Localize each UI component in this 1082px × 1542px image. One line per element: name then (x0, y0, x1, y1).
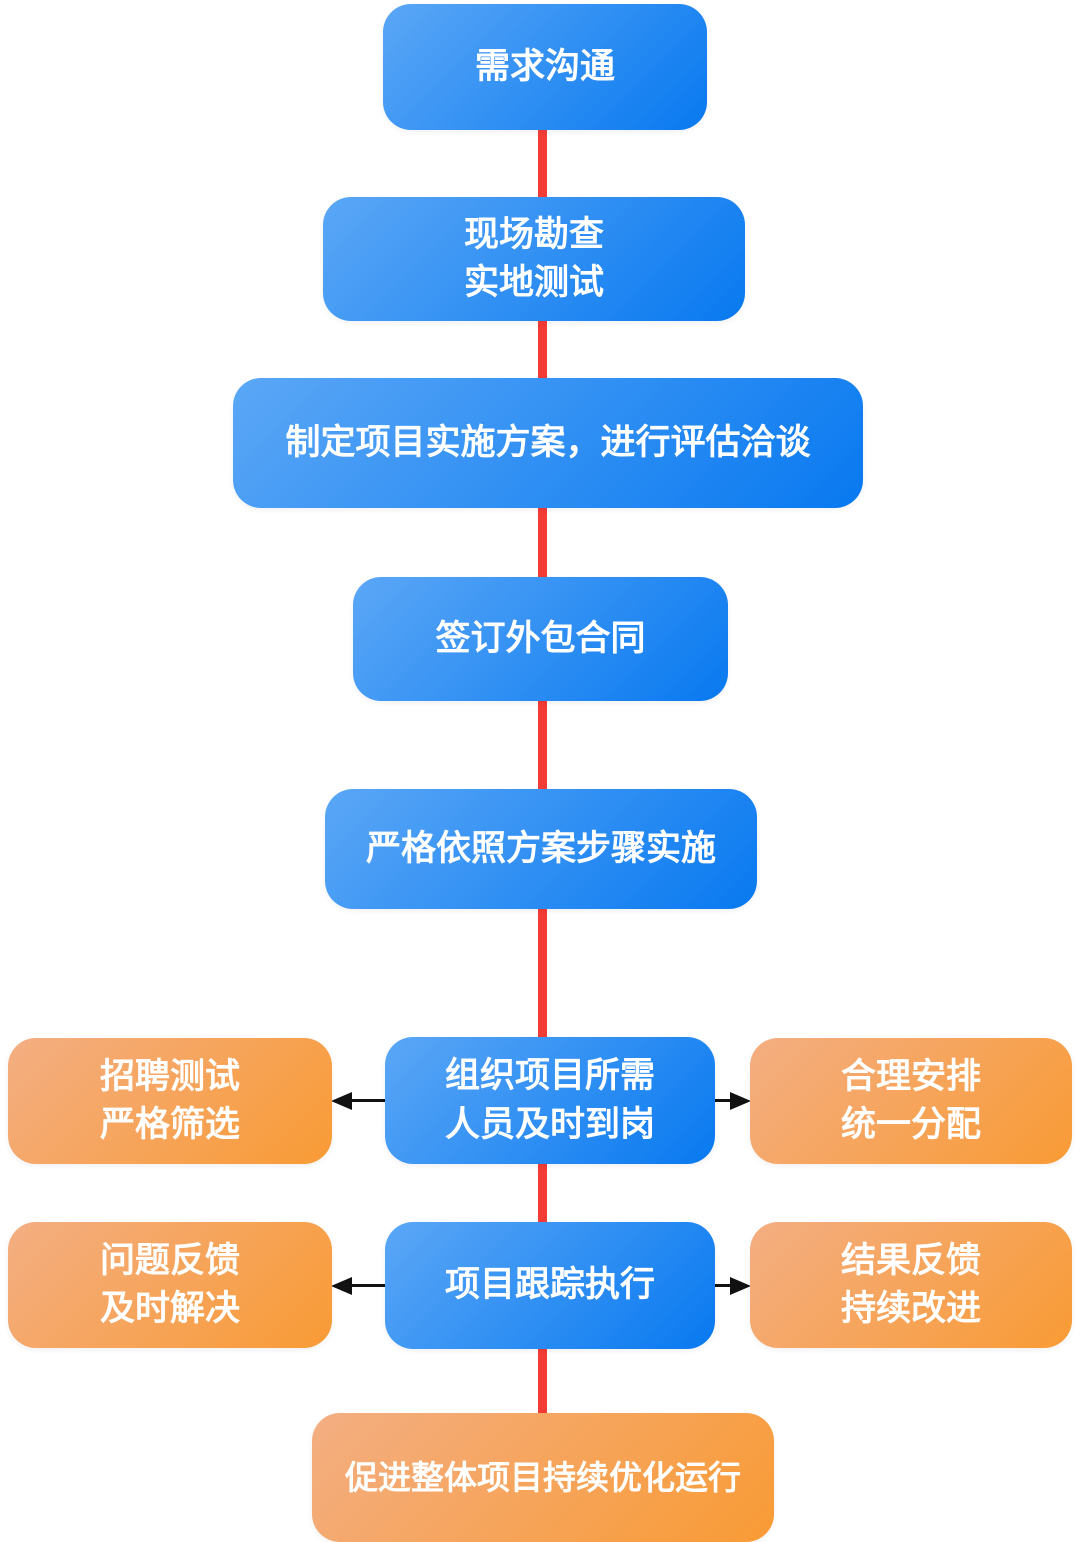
node-site-survey-field-test-label: 现场勘查 实地测试 (463, 214, 604, 302)
node-arrangement-allocation: 合理安排 统一分配 (750, 1038, 1072, 1164)
node-issue-feedback-resolution-label: 问题反馈 及时解决 (99, 1240, 240, 1328)
node-site-survey-field-test: 现场勘查 实地测试 (323, 197, 745, 321)
node-strict-plan-implementation-label: 严格依照方案步骤实施 (365, 828, 716, 868)
node-requirement-communication-label: 需求沟通 (474, 46, 615, 86)
arrow-staffing-to-recruitment (331, 1091, 385, 1110)
node-issue-feedback-resolution: 问题反馈 及时解决 (8, 1222, 332, 1348)
arrow-tracking-to-result-feedback (713, 1276, 751, 1295)
node-strict-plan-implementation: 严格依照方案步骤实施 (325, 789, 757, 909)
arrowhead-right-icon (730, 1091, 751, 1110)
node-result-feedback-improvement: 结果反馈 持续改进 (750, 1222, 1072, 1348)
node-result-feedback-improvement-label: 结果反馈 持续改进 (840, 1240, 981, 1328)
arrowhead-right-icon (730, 1276, 751, 1295)
arrow-tracking-to-issue-feedback (331, 1276, 385, 1295)
arrowhead-left-icon (331, 1091, 352, 1110)
arrow-staffing-to-allocation (713, 1091, 751, 1110)
node-recruitment-screening-label: 招聘测试 严格筛选 (99, 1056, 240, 1144)
node-arrangement-allocation-label: 合理安排 统一分配 (840, 1056, 981, 1144)
node-staff-organization-label: 组织项目所需 人员及时到岗 (444, 1056, 655, 1144)
node-implementation-plan-evaluation-label: 制定项目实施方案，进行评估洽谈 (285, 422, 811, 462)
node-continuous-optimization: 促进整体项目持续优化运行 (312, 1413, 774, 1542)
node-implementation-plan-evaluation: 制定项目实施方案，进行评估洽谈 (233, 378, 863, 508)
node-continuous-optimization-label: 促进整体项目持续优化运行 (345, 1458, 741, 1496)
main-flow-connector-line (538, 64, 547, 1426)
arrowhead-left-icon (331, 1276, 352, 1295)
node-project-tracking-execution: 项目跟踪执行 (385, 1222, 715, 1349)
node-requirement-communication: 需求沟通 (383, 4, 707, 130)
node-outsourcing-contract-label: 签订外包合同 (435, 618, 646, 658)
node-outsourcing-contract: 签订外包合同 (353, 577, 728, 701)
node-recruitment-screening: 招聘测试 严格筛选 (8, 1038, 332, 1164)
node-project-tracking-execution-label: 项目跟踪执行 (444, 1265, 655, 1305)
node-staff-organization: 组织项目所需 人员及时到岗 (385, 1037, 715, 1164)
